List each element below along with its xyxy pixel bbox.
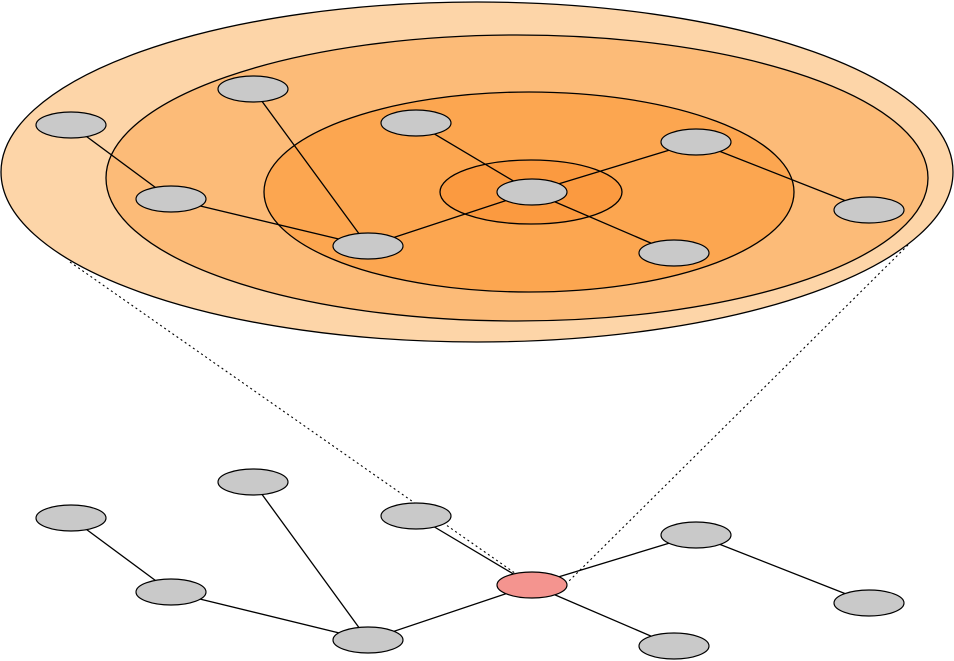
upper-node	[217, 75, 289, 103]
lower-edge	[170, 591, 369, 641]
upper-node	[660, 128, 732, 156]
upper-node	[833, 196, 905, 224]
lower-node	[135, 578, 207, 606]
lower-node	[35, 504, 107, 532]
lower-graph-nodes	[35, 468, 905, 660]
lower-focus-node	[496, 571, 568, 599]
upper-node	[135, 185, 207, 213]
upper-node	[35, 111, 107, 139]
lower-node	[332, 626, 404, 654]
upper-node	[332, 232, 404, 260]
upper-edge	[415, 122, 533, 193]
upper-edge	[695, 141, 870, 211]
upper-edge	[252, 88, 369, 247]
upper-edge	[70, 124, 172, 200]
neighborhood-rings	[0, 1, 954, 343]
lower-edge	[252, 481, 369, 641]
lower-edge	[695, 534, 870, 604]
upper-edge	[367, 191, 533, 247]
upper-center-node	[496, 178, 568, 206]
lower-node	[380, 502, 452, 530]
zoom-guides	[69, 244, 909, 586]
upper-node	[638, 239, 710, 267]
lower-graph-edges	[70, 481, 870, 647]
lower-edge	[70, 517, 172, 593]
lower-node	[660, 521, 732, 549]
upper-edge	[170, 198, 369, 247]
lower-node	[833, 589, 905, 617]
lower-node	[638, 632, 710, 660]
upper-node	[380, 109, 452, 137]
lower-edge	[367, 584, 533, 641]
zoom-guide-left	[69, 261, 533, 586]
upper-graph-nodes	[35, 75, 905, 267]
lower-node	[217, 468, 289, 496]
lower-edge	[415, 515, 533, 586]
